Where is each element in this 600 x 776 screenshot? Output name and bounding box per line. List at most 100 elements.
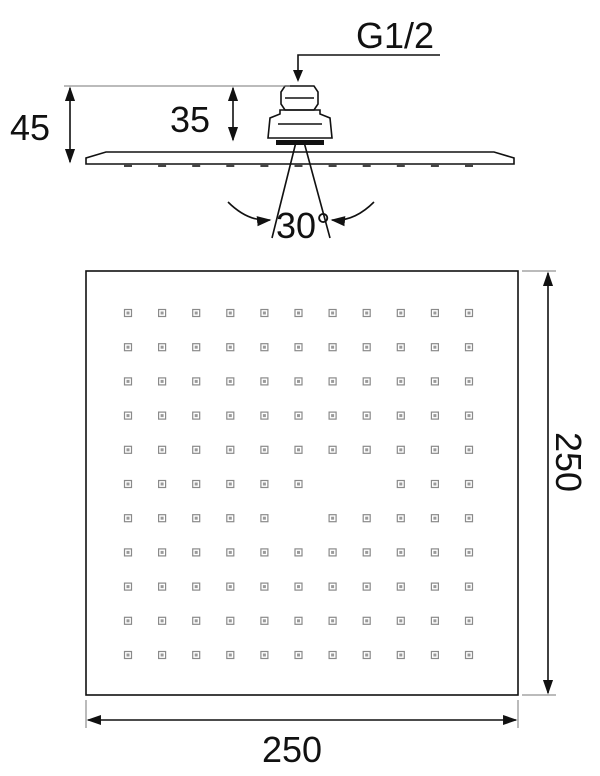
nozzle-center (467, 619, 471, 623)
nozzle-center (262, 550, 266, 554)
dim-width-label: 250 (262, 729, 322, 770)
nozzle-center (262, 653, 266, 657)
nozzle-center (160, 414, 164, 418)
nozzle-center (262, 379, 266, 383)
nozzle-center (433, 619, 437, 623)
top-view: 250 250 (85, 270, 589, 770)
nozzle-center (126, 653, 130, 657)
nozzle-center (126, 345, 130, 349)
plate-nozzle-tick (158, 164, 167, 167)
nozzle-center (228, 653, 232, 657)
nozzle-center (433, 550, 437, 554)
nozzle-center (433, 516, 437, 520)
nozzle-center (399, 311, 403, 315)
thread-label: G1/2 (356, 15, 434, 56)
nozzle-center (262, 448, 266, 452)
nozzle-center (126, 619, 130, 623)
nozzle-center (433, 653, 437, 657)
nozzle-center (433, 414, 437, 418)
plate-nozzle-tick (362, 164, 371, 167)
nozzle-center (262, 619, 266, 623)
nozzle-center (297, 414, 300, 418)
nozzle-center (331, 414, 335, 418)
nozzle-center (467, 414, 471, 418)
plate-nozzle-tick (396, 164, 405, 167)
nozzle-center (297, 311, 300, 315)
nozzle-center (160, 345, 164, 349)
nozzle-center (194, 550, 198, 554)
nozzle-center (160, 619, 164, 623)
nozzle-center (160, 550, 164, 554)
nozzle-center (433, 311, 437, 315)
nozzle-center (399, 345, 403, 349)
nozzle-center (262, 311, 266, 315)
nozzle-center (262, 482, 266, 486)
connector-base (276, 140, 324, 145)
nozzle-center (331, 448, 335, 452)
plate-nozzle-tick (294, 164, 303, 167)
nozzle-center (160, 653, 164, 657)
nozzle-center (262, 585, 266, 589)
dim-45-label: 45 (10, 107, 50, 148)
nozzle-center (467, 379, 471, 383)
nozzle-center (331, 379, 335, 383)
nozzle-center (228, 379, 232, 383)
nozzle-center (365, 311, 369, 315)
nozzle-center (160, 379, 164, 383)
nozzle-center (433, 448, 437, 452)
nozzle-center (126, 311, 130, 315)
nozzle-center (194, 516, 198, 520)
nozzle-center (262, 516, 266, 520)
nozzle-center (365, 448, 369, 452)
nozzle-center (399, 516, 403, 520)
nozzle-center (194, 345, 198, 349)
nozzle-center (126, 550, 130, 554)
nozzle-center (467, 448, 471, 452)
nozzle-center (160, 516, 164, 520)
shower-plate-top (85, 270, 519, 696)
nozzle-center (399, 585, 403, 589)
plate-nozzle-tick (192, 164, 201, 167)
nozzle-center (228, 311, 232, 315)
nozzle-center (297, 653, 300, 657)
thread-leader-arrow (293, 70, 303, 82)
nozzle-center (228, 619, 232, 623)
nozzle-center (365, 516, 369, 520)
nozzle-center (331, 516, 335, 520)
nozzle-center (399, 482, 403, 486)
nozzle-center (228, 414, 232, 418)
plate-nozzle-ticks (124, 164, 473, 167)
nozzle-center (365, 585, 369, 589)
nozzle-center (433, 482, 437, 486)
nozzle-center (126, 482, 130, 486)
nozzle-center (228, 516, 232, 520)
nozzle-grid (123, 308, 474, 660)
nozzle-center (433, 585, 437, 589)
nozzle-center (160, 585, 164, 589)
nozzle-center (467, 653, 471, 657)
nozzle-center (399, 653, 403, 657)
nozzle-center (228, 585, 232, 589)
nozzle-center (194, 482, 198, 486)
nozzle-center (331, 653, 335, 657)
shower-plate-side (85, 151, 515, 165)
nozzle-center (126, 585, 130, 589)
nozzle-center (331, 311, 335, 315)
nozzle-center (194, 448, 198, 452)
nozzle-center (433, 379, 437, 383)
nozzle-center (365, 345, 369, 349)
plate-nozzle-tick (430, 164, 439, 167)
angle-line-left (271, 141, 297, 239)
thread-leader (297, 54, 440, 80)
nozzle-center (228, 448, 232, 452)
nozzle-center (126, 414, 130, 418)
nozzle-center (365, 414, 369, 418)
nozzle-center (228, 550, 232, 554)
nozzle-center (160, 448, 164, 452)
angle-arc-right (330, 201, 375, 227)
plate-nozzle-tick (124, 164, 132, 167)
nozzle-center (262, 414, 266, 418)
nozzle-center (365, 379, 369, 383)
nozzle-center (331, 550, 335, 554)
nozzle-center (126, 516, 130, 520)
